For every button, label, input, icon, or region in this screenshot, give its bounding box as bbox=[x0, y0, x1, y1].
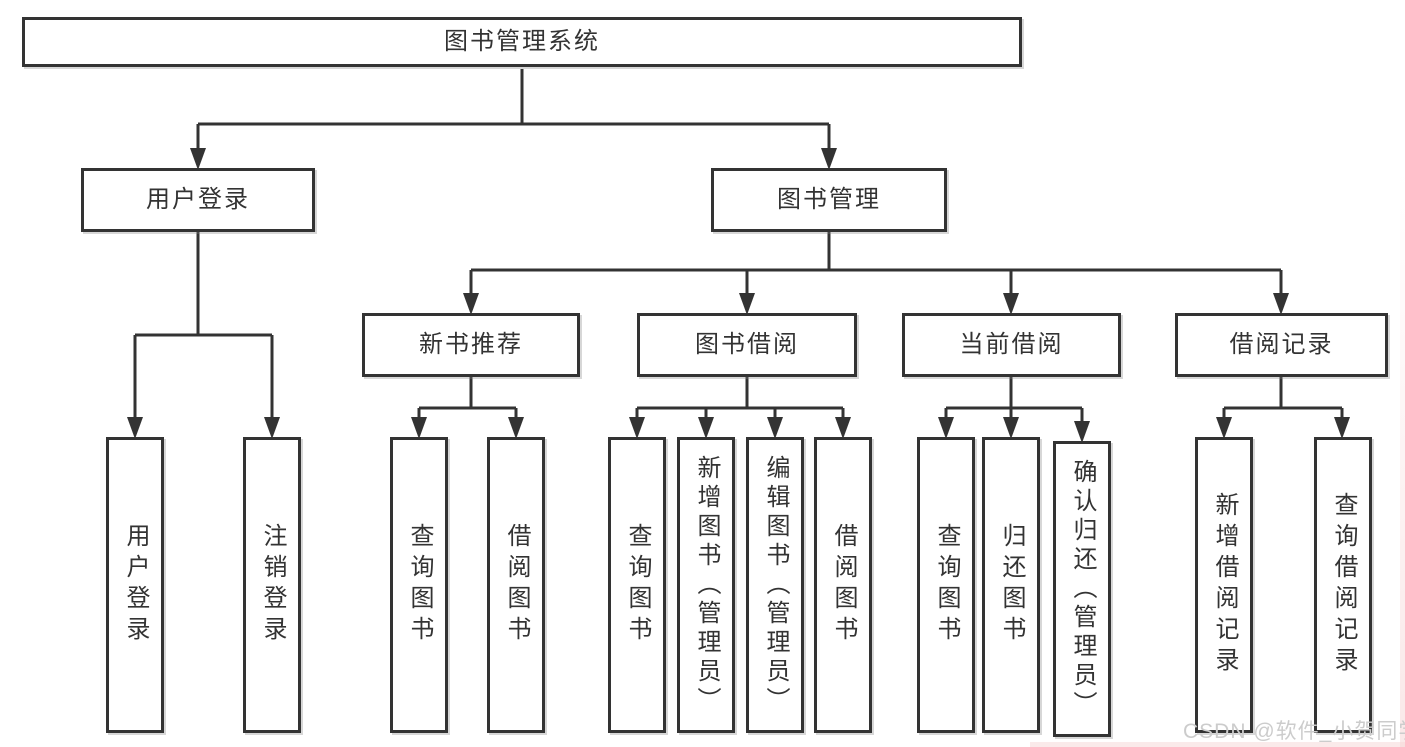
arrowhead-down-icon bbox=[1003, 417, 1019, 439]
node-label: 图书管理系统 bbox=[444, 28, 600, 55]
leaf-return-books: 归还图书 bbox=[982, 437, 1040, 733]
leaf-query-books-current: 查询图书 bbox=[917, 437, 975, 733]
node-label: 查询图书 bbox=[624, 523, 651, 647]
arrowhead-down-icon bbox=[1216, 417, 1232, 439]
leaf-edit-book-admin: 编辑图书（管理员） bbox=[746, 437, 804, 733]
leaf-user-login: 用户登录 bbox=[106, 437, 164, 733]
arrowhead-down-icon bbox=[411, 417, 427, 439]
connector-new-book-recommend-to-leaves bbox=[417, 374, 518, 419]
node-current-borrowing: 当前借阅 bbox=[902, 313, 1121, 377]
connector-current-borrowing-to-leaves bbox=[944, 374, 1084, 423]
leaf-query-books-recommend: 查询图书 bbox=[390, 437, 448, 733]
node-label: 新增借阅记录 bbox=[1211, 492, 1238, 678]
leaf-query-books-borrowing: 查询图书 bbox=[608, 437, 666, 733]
node-book-management: 图书管理 bbox=[711, 168, 947, 232]
node-label: 查询图书 bbox=[933, 523, 960, 647]
csdn-watermark: CSDN @软件_小贺同学 bbox=[1183, 720, 1405, 743]
arrowhead-down-icon bbox=[629, 417, 645, 439]
node-label: 图书借阅 bbox=[695, 331, 799, 358]
arrowhead-down-icon bbox=[190, 148, 206, 170]
node-label: 确认归还（管理员） bbox=[1069, 458, 1096, 720]
node-label: 查询图书 bbox=[406, 523, 433, 647]
leaf-query-borrow-record: 查询借阅记录 bbox=[1314, 437, 1372, 733]
node-user-login: 用户登录 bbox=[81, 168, 315, 232]
arrowhead-down-icon bbox=[463, 293, 479, 315]
node-label: 借阅图书 bbox=[503, 523, 530, 647]
node-label: 用户登录 bbox=[122, 523, 149, 647]
arrowhead-down-icon bbox=[835, 417, 851, 439]
arrowhead-down-icon bbox=[698, 417, 714, 439]
arrowhead-down-icon bbox=[127, 417, 143, 439]
node-label: 图书管理 bbox=[777, 186, 881, 213]
node-label: 新书推荐 bbox=[419, 331, 523, 358]
arrowhead-down-icon bbox=[938, 417, 954, 439]
arrowhead-down-icon bbox=[508, 417, 524, 439]
arrowhead-down-icon bbox=[1074, 421, 1090, 443]
connector-user-login-to-leaves bbox=[133, 229, 274, 419]
node-new-book-recommend: 新书推荐 bbox=[362, 313, 580, 377]
connector-borrowing-records-to-leaves bbox=[1222, 374, 1344, 419]
arrowhead-down-icon bbox=[739, 293, 755, 315]
node-label: 编辑图书（管理员） bbox=[762, 454, 789, 716]
arrowhead-down-icon bbox=[1003, 293, 1019, 315]
arrowhead-down-icon bbox=[767, 417, 783, 439]
arrowhead-down-icon bbox=[1334, 417, 1350, 439]
node-label: 查询借阅记录 bbox=[1330, 492, 1357, 678]
connector-book-borrowing-to-leaves bbox=[635, 374, 845, 419]
leaf-borrow-books-borrowing: 借阅图书 bbox=[814, 437, 872, 733]
leaf-add-borrow-record: 新增借阅记录 bbox=[1195, 437, 1253, 733]
arrowhead-down-icon bbox=[1273, 293, 1289, 315]
node-label: 新增图书（管理员） bbox=[693, 454, 720, 716]
node-label: 注销登录 bbox=[259, 523, 286, 647]
node-label: 借阅图书 bbox=[830, 523, 857, 647]
leaf-add-book-admin: 新增图书（管理员） bbox=[677, 437, 735, 733]
leaf-borrow-books-recommend: 借阅图书 bbox=[487, 437, 545, 733]
arrowhead-down-icon bbox=[821, 148, 837, 170]
node-library-management-system: 图书管理系统 bbox=[22, 17, 1022, 67]
node-label: 当前借阅 bbox=[959, 331, 1064, 358]
leaf-confirm-return-admin: 确认归还（管理员） bbox=[1053, 441, 1111, 737]
connector-book-management-to-level3 bbox=[469, 229, 1283, 295]
node-label: 用户登录 bbox=[146, 186, 250, 213]
leaf-logout: 注销登录 bbox=[243, 437, 301, 733]
connector-root-to-level2 bbox=[196, 69, 831, 150]
node-book-borrowing: 图书借阅 bbox=[637, 313, 857, 377]
arrowhead-down-icon bbox=[264, 417, 280, 439]
node-label: 借阅记录 bbox=[1229, 331, 1334, 358]
node-label: 归还图书 bbox=[998, 523, 1025, 647]
node-borrowing-records: 借阅记录 bbox=[1175, 313, 1388, 377]
